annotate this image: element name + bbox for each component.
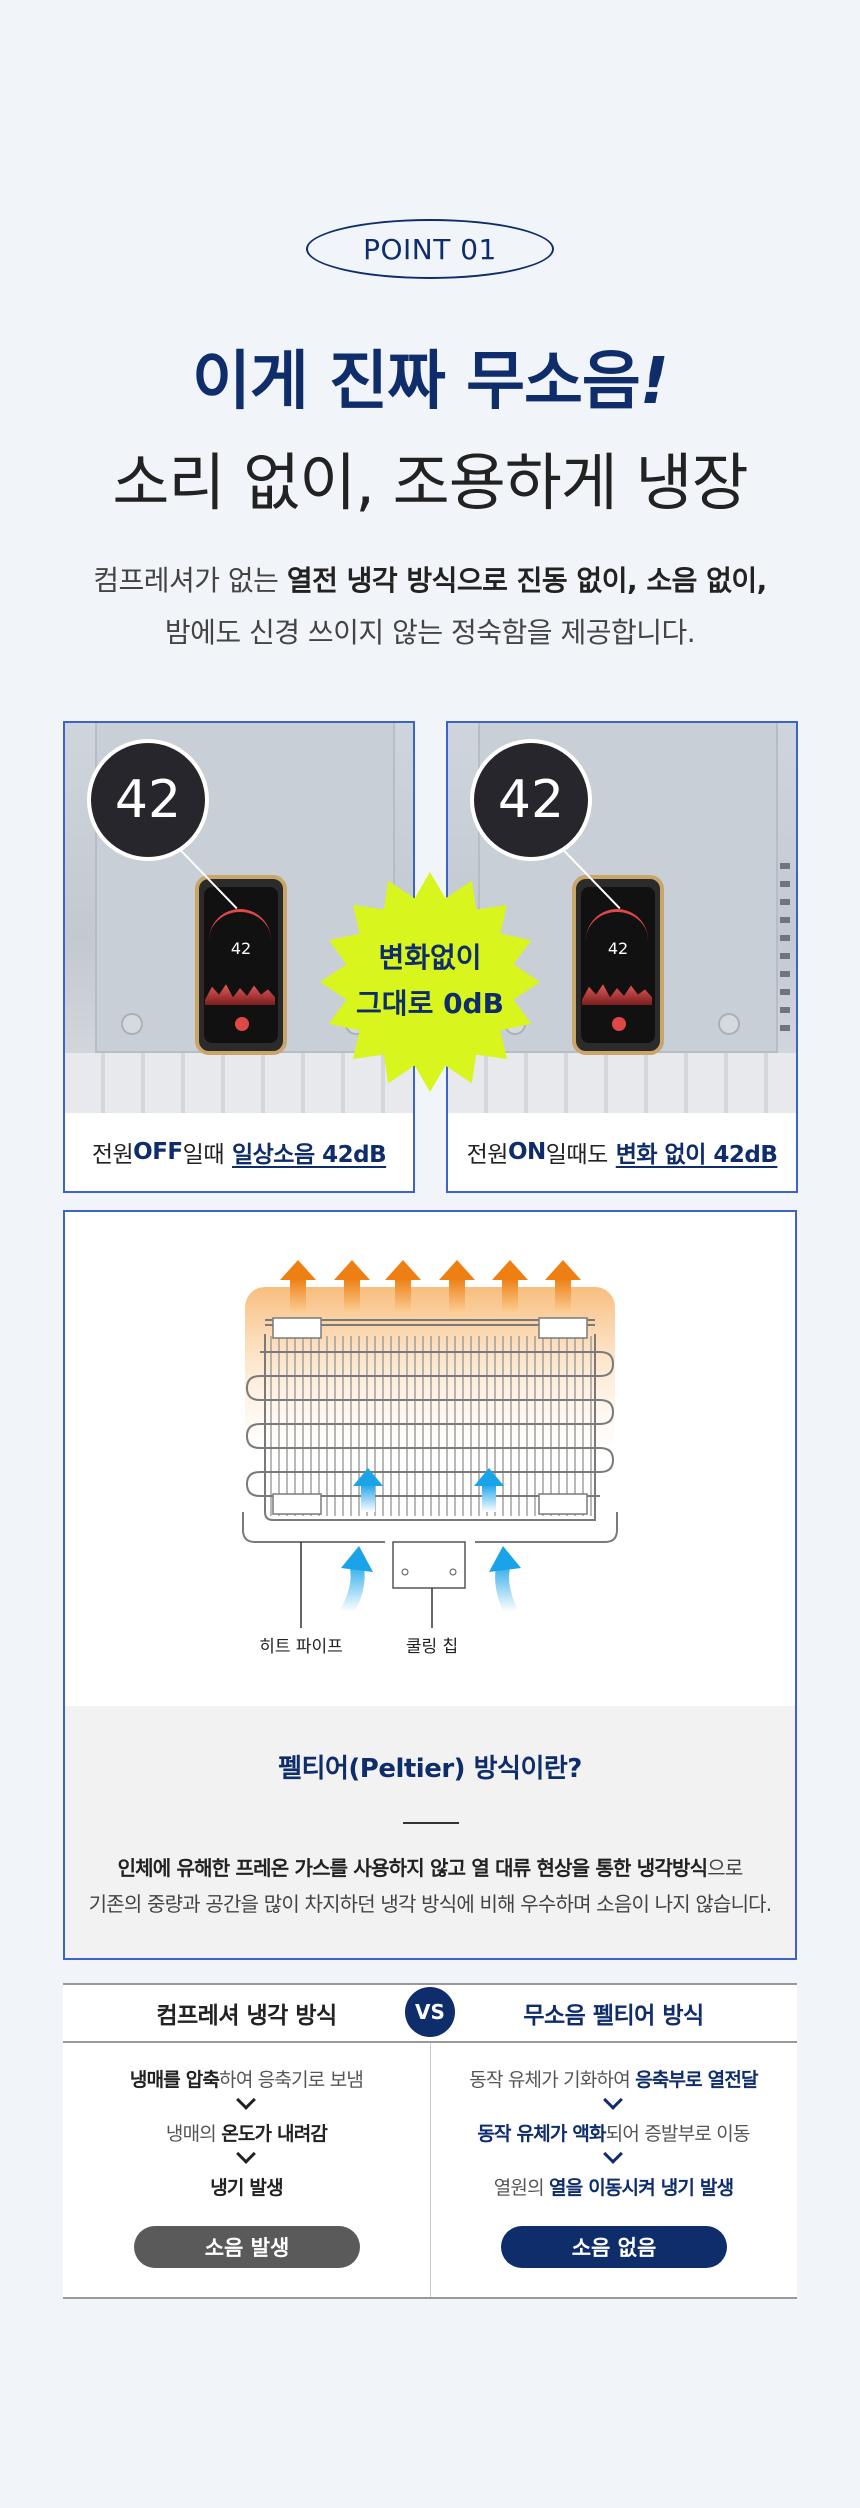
headline-line1: 이게 진짜 무소음 bbox=[192, 345, 641, 419]
fridge-knob-icon bbox=[121, 1013, 143, 1035]
step-bold: 응축부로 열전달 bbox=[635, 2069, 758, 2091]
cooling-chip bbox=[392, 1541, 466, 1589]
starburst-line2: 그대로 0dB bbox=[356, 987, 504, 1020]
headline-exclamation: ! bbox=[639, 345, 669, 419]
headline-primary: 이게 진짜 무소음! bbox=[0, 330, 860, 422]
fridge-shelf bbox=[448, 1053, 796, 1113]
compressor-step1: 냉매를 압축하여 응축기로 보냄 bbox=[63, 2065, 430, 2092]
decibel-callout: 42 bbox=[87, 739, 209, 861]
starburst-line1: 변화없이 bbox=[378, 941, 482, 974]
description-line2: 밤에도 신경 쓰이지 않는 정숙함을 제공합니다. bbox=[164, 616, 696, 649]
caption-prefix: 전원 bbox=[466, 1142, 509, 1168]
fridge-vent bbox=[780, 863, 790, 1043]
peltier-step2: 동작 유체가 액화되어 증발부로 이동 bbox=[430, 2119, 797, 2146]
step-bold: 열을 이동시켜 냉기 발생 bbox=[549, 2177, 734, 2199]
divider bbox=[403, 1822, 459, 1824]
pipe-clip bbox=[538, 1493, 588, 1515]
description-prefix: 컴프레셔가 없는 bbox=[93, 564, 287, 597]
compressor-column: 냉매를 압축하여 응축기로 보냄 냉매의 온도가 내려감 냉기 발생 소음 발생 bbox=[63, 2043, 430, 2297]
description-line1: 컴프레셔가 없는 열전 냉각 방식으로 진동 없이, 소음 없이, bbox=[0, 555, 860, 607]
step-bold: 냉매를 압축 bbox=[129, 2069, 220, 2091]
heat-pipe-diagram: 히트 파이프 쿨링 칩 bbox=[242, 1260, 618, 1657]
step-pre: 냉매의 bbox=[165, 2123, 222, 2145]
point-badge: POINT 01 bbox=[306, 219, 554, 279]
caption-prefix: 전원 bbox=[91, 1142, 134, 1168]
hot-arrows-icon bbox=[280, 1260, 581, 1314]
peltier-step3: 열원의 열을 이동시켜 냉기 발생 bbox=[430, 2173, 797, 2200]
noise-result-pill: 소음 발생 bbox=[134, 2226, 360, 2268]
step-rest: 하여 응축기로 보냄 bbox=[219, 2069, 364, 2091]
headline-secondary: 소리 없이, 조용하게 냉장 bbox=[112, 446, 748, 519]
peltier-column: 동작 유체가 기화하여 응축부로 열전달 동작 유체가 액화되어 증발부로 이동… bbox=[430, 2043, 797, 2297]
step-bold: 냉기 발생 bbox=[210, 2177, 283, 2199]
record-icon bbox=[235, 1017, 249, 1031]
peltier-question: 펠티어(Peltier) 방식이란? bbox=[278, 1754, 582, 1784]
label-cooling-chip: 쿨링 칩 bbox=[406, 1637, 458, 1657]
caption-emphasis: 변화 없이 42dB bbox=[615, 1142, 778, 1168]
caption-state: ON bbox=[507, 1139, 546, 1165]
peltier-explanation: 펠티어(Peltier) 방식이란? 인체에 유해한 프레온 가스를 사용하지 … bbox=[65, 1706, 795, 1958]
phone-decibel-meter: 42 bbox=[195, 875, 287, 1055]
vs-badge: VS bbox=[405, 1987, 455, 2037]
step-pre: 열원의 bbox=[493, 2177, 550, 2199]
peltier-text-bold: 인체에 유해한 프레온 가스를 사용하지 않고 열 대류 현상을 통한 냉각방식 bbox=[117, 1856, 708, 1880]
step-bold: 동작 유체가 액화 bbox=[477, 2123, 606, 2145]
caption-mid: 일때도 bbox=[545, 1142, 608, 1168]
compressor-step3: 냉기 발생 bbox=[63, 2173, 430, 2200]
starburst-badge bbox=[320, 872, 540, 1092]
pipe-clip bbox=[272, 1493, 322, 1515]
chevron-down-icon bbox=[236, 2090, 256, 2110]
cold-arrows-icon bbox=[340, 1468, 521, 1616]
fridge-shelf bbox=[65, 1053, 413, 1113]
peltier-step1: 동작 유체가 기화하여 응축부로 열전달 bbox=[430, 2065, 797, 2092]
step-rest: 되어 증발부로 이동 bbox=[605, 2123, 751, 2145]
label-heat-pipe: 히트 파이프 bbox=[259, 1637, 343, 1657]
comparison-table: 컴프레셔 냉각 방식 무소음 펠티어 방식 VS 냉매를 압축하여 응축기로 보… bbox=[63, 1983, 797, 2299]
peltier-card: 히트 파이프 쿨링 칩 펠티어(Peltier) 방식이란? 인체에 유해한 프… bbox=[63, 1210, 797, 1960]
pipe-clip bbox=[272, 1317, 322, 1339]
chevron-down-icon bbox=[236, 2144, 256, 2164]
starburst-text: 변화없이 그대로 0dB bbox=[320, 935, 540, 1027]
chevron-down-icon bbox=[603, 2144, 623, 2164]
description-bold: 열전 냉각 방식으로 진동 없이, 소음 없이, bbox=[286, 564, 767, 597]
fridge-knob-icon bbox=[718, 1013, 740, 1035]
peltier-text-line1: 인체에 유해한 프레온 가스를 사용하지 않고 열 대류 현상을 통한 냉각방식… bbox=[65, 1852, 795, 1881]
peltier-text-line2: 기존의 중량과 공간을 많이 차지하던 냉각 방식에 비해 우수하며 소음이 나… bbox=[88, 1892, 773, 1916]
chevron-down-icon bbox=[603, 2090, 623, 2110]
gauge-icon bbox=[209, 909, 271, 949]
peltier-title: 무소음 펠티어 방식 bbox=[523, 2003, 704, 2029]
column-divider bbox=[430, 2043, 431, 2297]
caption-state: OFF bbox=[133, 1139, 183, 1165]
fridge-interior-photo: 42 42 bbox=[448, 723, 796, 1113]
phone-decibel-meter: 42 bbox=[572, 875, 664, 1055]
section-description: 컴프레셔가 없는 열전 냉각 방식으로 진동 없이, 소음 없이, 밤에도 신경… bbox=[0, 555, 860, 659]
peltier-diagram: 히트 파이프 쿨링 칩 bbox=[65, 1212, 795, 1706]
step-bold: 온도가 내려감 bbox=[221, 2123, 328, 2145]
phone-reading: 42 bbox=[607, 939, 629, 958]
gauge-icon bbox=[586, 909, 648, 949]
silent-result-pill: 소음 없음 bbox=[501, 2226, 727, 2268]
step-pre: 동작 유체가 기화하여 bbox=[469, 2069, 636, 2091]
record-icon bbox=[612, 1017, 626, 1031]
caption-mid: 일때 bbox=[182, 1142, 225, 1168]
compressor-step2: 냉매의 온도가 내려감 bbox=[63, 2119, 430, 2146]
heat-glow bbox=[245, 1287, 615, 1457]
pipe-clip bbox=[538, 1317, 588, 1339]
peltier-text-tail: 으로 bbox=[707, 1856, 743, 1880]
decibel-callout: 42 bbox=[470, 739, 592, 861]
compressor-title: 컴프레셔 냉각 방식 bbox=[156, 2003, 337, 2029]
phone-reading: 42 bbox=[230, 939, 252, 958]
comparison-header: 컴프레셔 냉각 방식 무소음 펠티어 방식 VS bbox=[63, 1983, 797, 2043]
caption-emphasis: 일상소음 42dB bbox=[231, 1142, 387, 1168]
